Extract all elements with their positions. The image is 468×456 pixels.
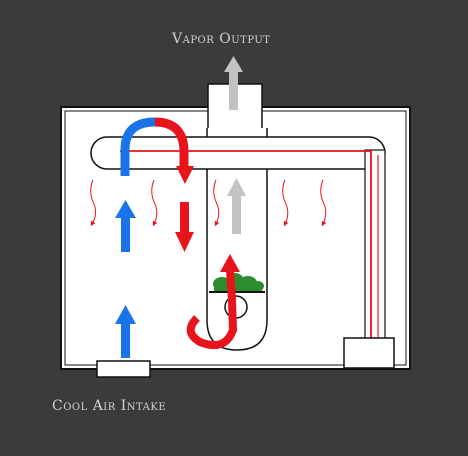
circulation-loop-hot <box>154 117 189 168</box>
vapor-output-label: Vapor Output <box>172 31 271 47</box>
circulation-loop-arrowhead <box>176 166 194 184</box>
hot-air-swirl-arrowhead <box>220 254 240 272</box>
vapor-output-arrow <box>224 56 243 110</box>
heat-radiation-lines <box>90 179 327 227</box>
air-intake-box <box>96 360 151 378</box>
cool-air-up-arrow-upper <box>115 200 136 252</box>
heating-chamber <box>206 128 268 351</box>
heater-box <box>343 337 395 369</box>
circulation-loop-cool <box>120 117 156 176</box>
vapor-rising-arrow <box>227 178 246 234</box>
hot-air-down-arrow <box>175 202 194 252</box>
right-duct <box>364 149 386 341</box>
cool-air-intake-label: Cool Air Intake <box>52 398 167 414</box>
heating-channel <box>90 136 386 170</box>
heating-element-wire <box>120 150 372 340</box>
cool-air-up-arrow-lower <box>115 305 136 358</box>
hot-air-swirl <box>186 269 238 349</box>
